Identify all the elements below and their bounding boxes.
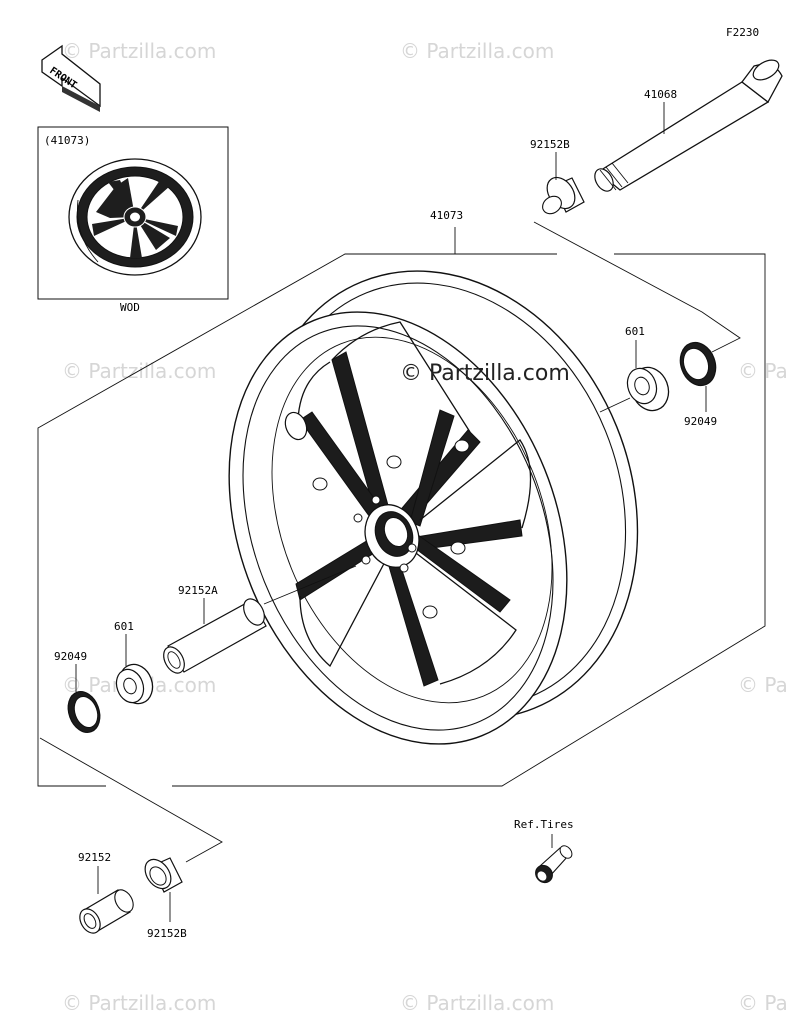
wheel-part-number: 41073	[430, 209, 463, 222]
assembly-frame	[37, 227, 766, 787]
valve-ref-label: Ref.Tires	[514, 818, 574, 831]
front-direction-arrow: FRONT	[41, 44, 101, 112]
tire-valve: Ref.Tires	[514, 818, 574, 884]
collar-92152b-bottom: 92152B	[144, 857, 187, 940]
bearing-601-left: 601	[114, 620, 154, 705]
seal-92049-right: 92049	[679, 341, 717, 428]
collar-left-part-number: 92152	[78, 851, 111, 864]
inset-caption: WOD	[120, 301, 140, 314]
watermark-text: © Partzilla.com	[62, 991, 216, 1015]
spacer-92152a: 92152A	[163, 565, 357, 674]
axle-part-number: 41068	[644, 88, 677, 101]
watermark-text: © Partzilla.com	[400, 39, 554, 63]
watermark-text: © Pa	[738, 359, 788, 383]
seal-left-part-number: 92049	[54, 650, 87, 663]
bearing-601-right: 601	[599, 325, 670, 413]
front-wheel-41073	[228, 270, 639, 745]
watermark-text: © Partzilla.com	[400, 991, 554, 1015]
watermark-main: © Partzilla.com	[400, 361, 570, 386]
watermark-text: © Partzilla.com	[62, 39, 216, 63]
collar-92152: 92152	[78, 851, 134, 934]
bearing-left-part-number: 601	[114, 620, 134, 633]
seal-right-part-number: 92049	[684, 415, 717, 428]
bearing-right-part-number: 601	[625, 325, 645, 338]
seal-92049-left: 92049	[54, 650, 101, 733]
diagram-code: F2230	[726, 26, 759, 39]
collar-top-part-number: 92152B	[530, 138, 570, 151]
leader-line	[39, 737, 223, 863]
inset-box: (41073) WOD	[37, 126, 229, 314]
inset-wheel-image	[68, 158, 202, 276]
watermark-text: © Pa	[738, 991, 788, 1015]
collar-92152b-top: 92152B	[530, 138, 741, 353]
spacer-part-number: 92152A	[178, 584, 218, 597]
inset-part-number: (41073)	[44, 134, 90, 147]
collar-bottom-part-number: 92152B	[147, 927, 187, 940]
axle-41068: 41068	[594, 59, 783, 192]
watermark-text: © Pa	[738, 673, 788, 697]
